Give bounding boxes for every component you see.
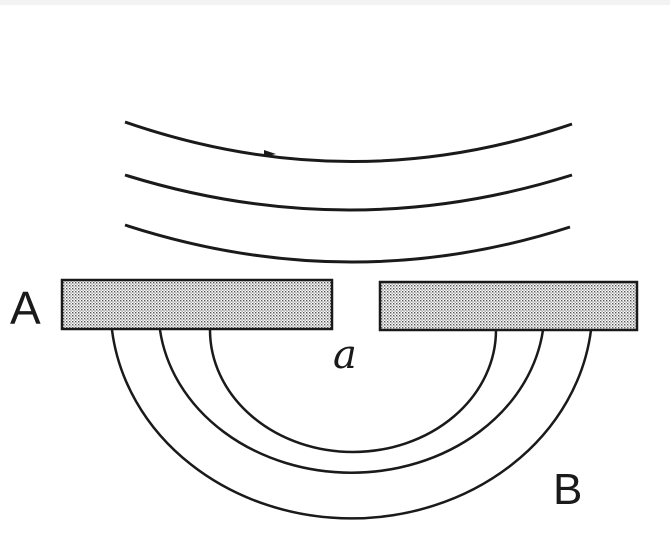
incident-wavefront-3 (124, 223, 571, 264)
diffracted-wavefronts (110, 329, 593, 520)
barrier (60, 278, 639, 332)
diffracted-wavefront-middle (158, 329, 545, 474)
incident-wavefronts (124, 120, 573, 264)
diffracted-wavefront-inner (208, 329, 498, 454)
barrier-left-segment (60, 278, 334, 331)
diffracted-wavefront-outer (110, 329, 593, 520)
incident-wavefront-2 (124, 173, 573, 212)
incident-wavefront-1 (124, 120, 573, 163)
barrier-right-segment (378, 280, 639, 332)
top-border-strip (0, 0, 670, 5)
region-label: B (553, 465, 583, 514)
barrier-label: A (10, 282, 41, 334)
slit-label: a (333, 332, 357, 378)
wavefront-direction-mark (264, 150, 276, 157)
